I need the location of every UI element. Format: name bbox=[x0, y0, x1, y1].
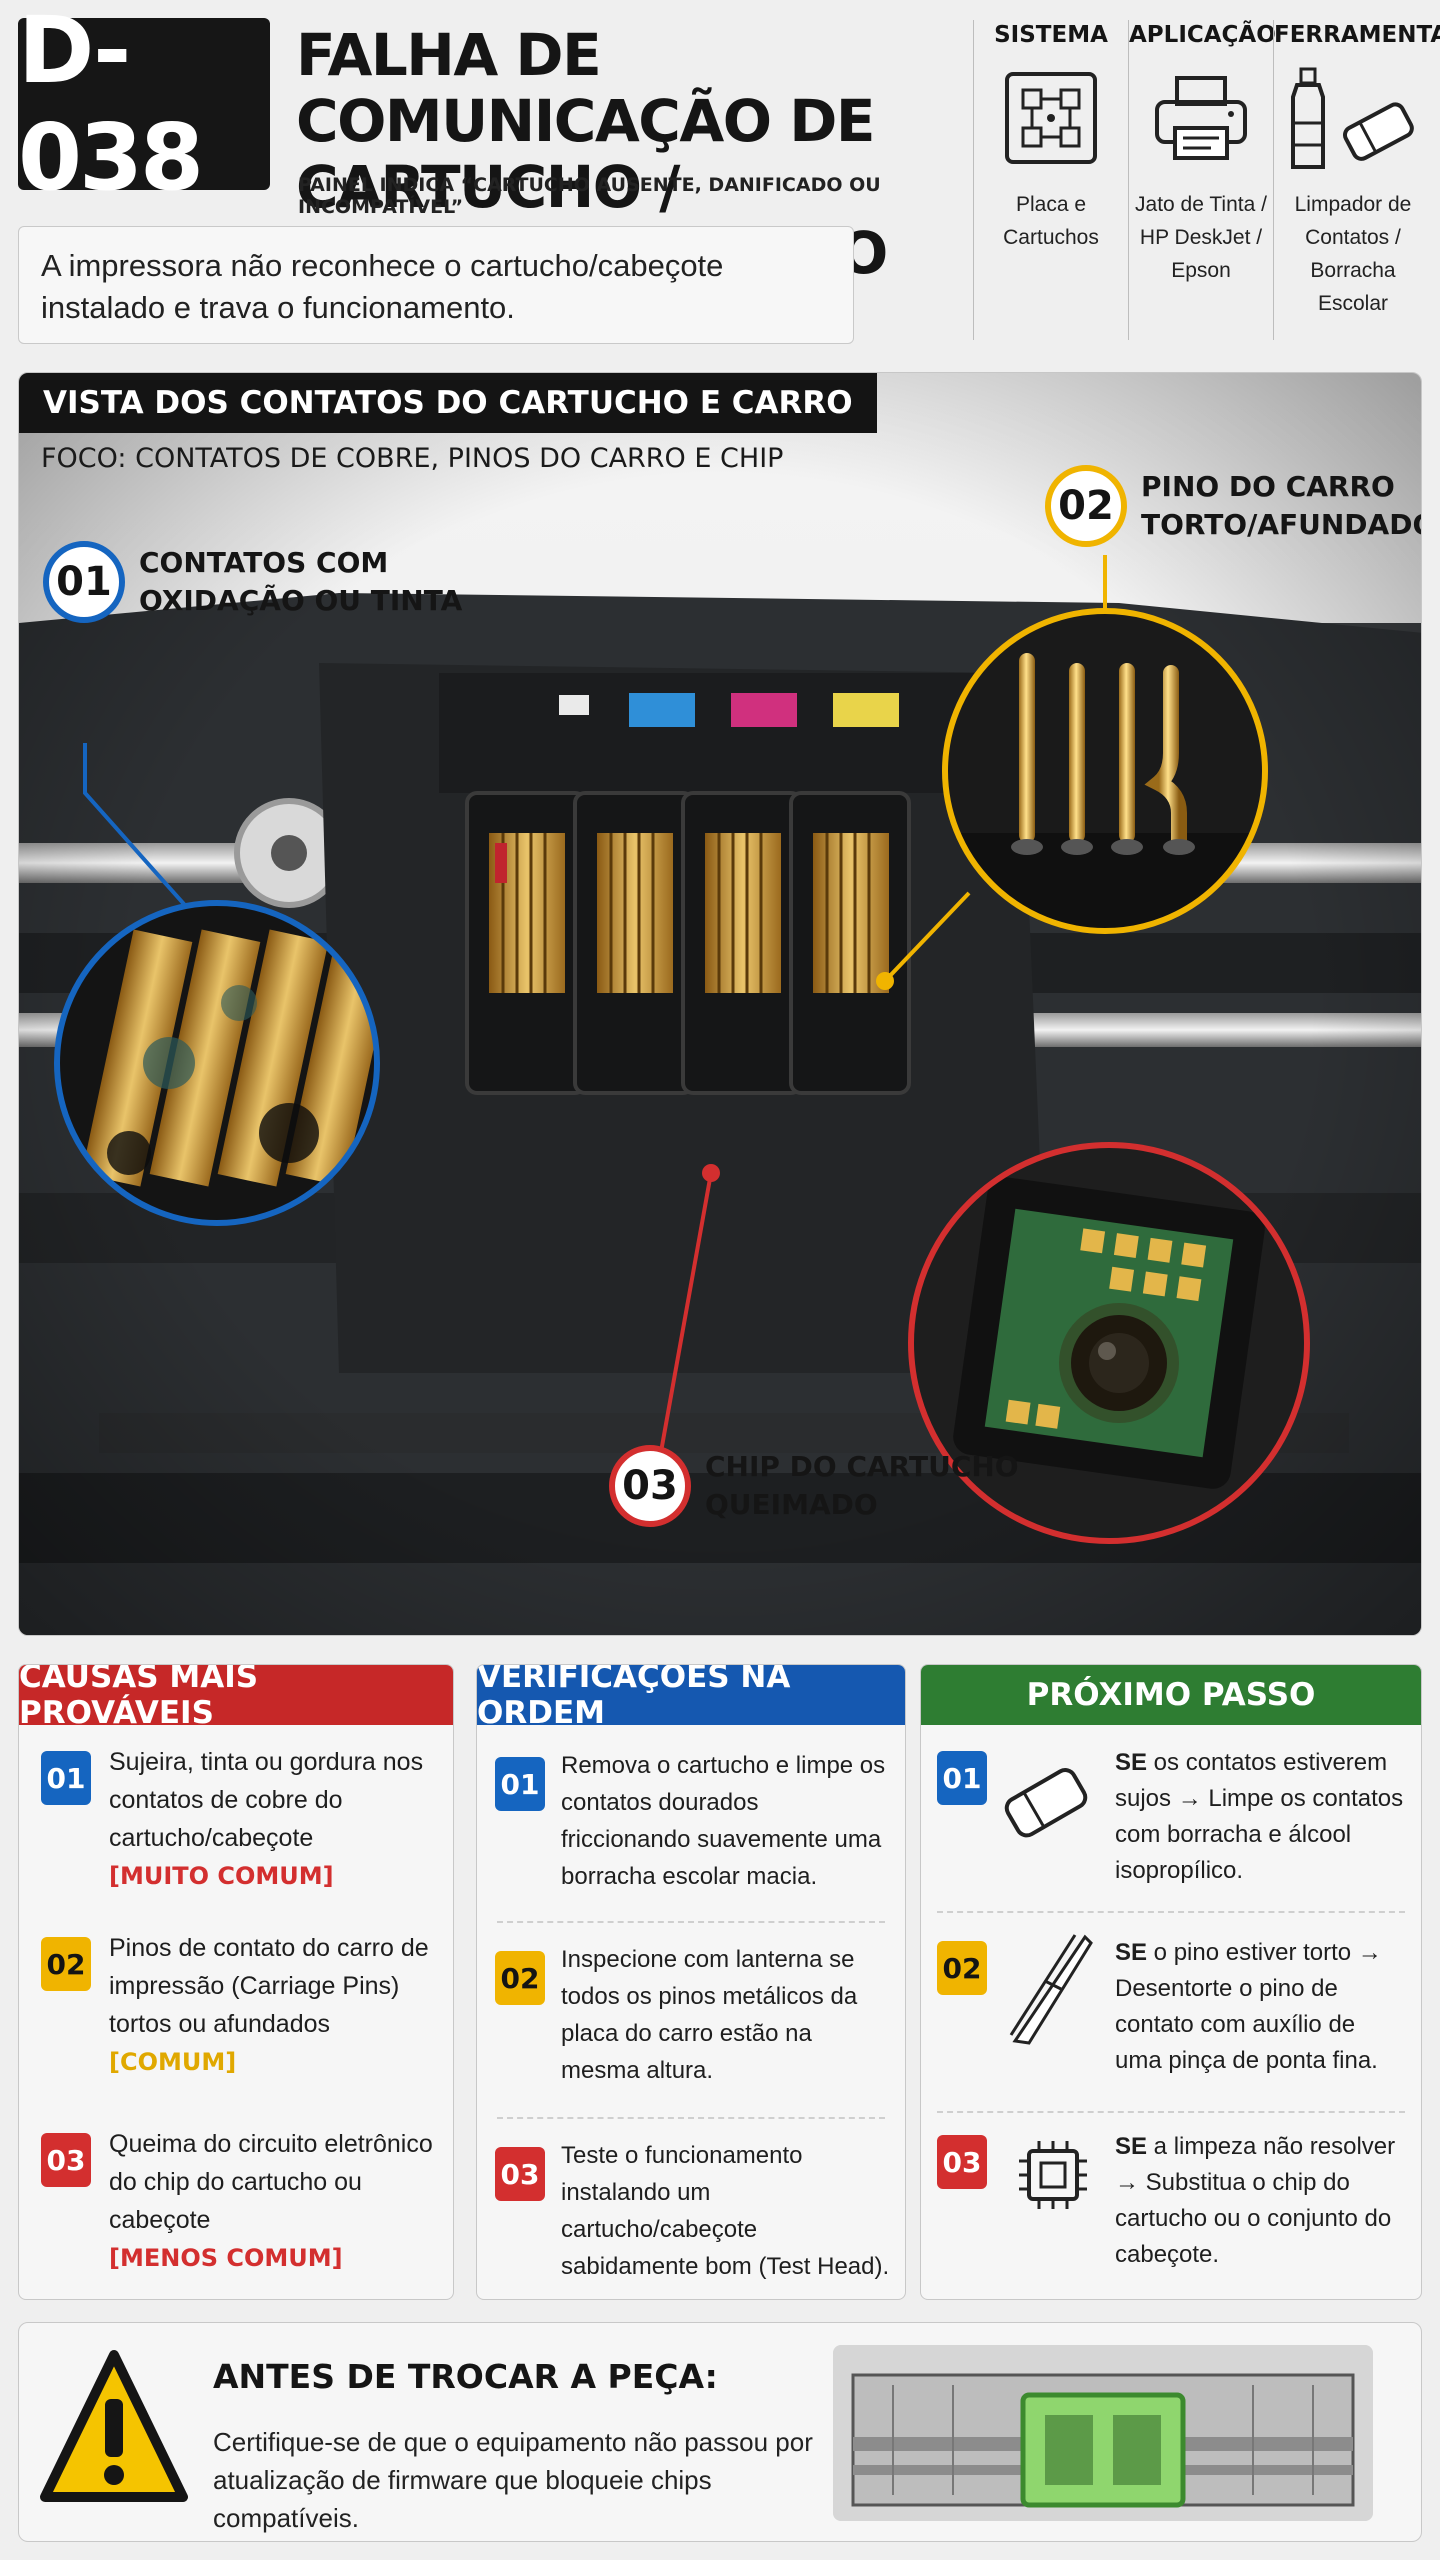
next-03-condition: SE bbox=[1115, 2133, 1148, 2160]
illustration-title: VISTA DOS CONTATOS DO CARTUCHO E CARRO bbox=[19, 373, 877, 433]
cause-02: Pinos de contato do carro de impressão (… bbox=[109, 1929, 439, 2081]
warning-triangle-icon bbox=[39, 2347, 189, 2512]
meta-application-value-2: HP DeskJet / bbox=[1139, 226, 1263, 249]
cause-01: Sujeira, tinta ou gordura nos contatos d… bbox=[109, 1743, 439, 1895]
callout-02-line-2: TORTO/AFUNDADO bbox=[1141, 508, 1422, 541]
check-02-text: Inspecione com lanterna se todos os pino… bbox=[561, 1946, 858, 2084]
next-01-text: SE os contatos estiverem sujos → Limpe o… bbox=[1115, 1745, 1407, 1889]
meta-divider bbox=[1128, 20, 1129, 340]
callout-01-number: 01 bbox=[43, 541, 125, 623]
callout-01-line-2: OXIDAÇÃO OU TINTA bbox=[139, 584, 463, 617]
cause-02-number: 02 bbox=[41, 1937, 91, 1991]
meta-application-label: APLICAÇÃO bbox=[1129, 22, 1276, 48]
meta-tool: FERRAMENTA Limpador de Contatos / Borrac… bbox=[1274, 18, 1440, 344]
next-01-action: os contatos estiverem sujos → Limpe os c… bbox=[1115, 1749, 1404, 1884]
cause-03-frequency-tag: [MENOS COMUM] bbox=[109, 2244, 343, 2272]
meta-tool-value-2: Contatos / bbox=[1305, 226, 1401, 249]
printer-icon bbox=[1129, 48, 1273, 188]
callout-03-line-2: QUEIMADO bbox=[705, 1488, 878, 1521]
divider bbox=[497, 1921, 885, 1923]
meta-system-value-1: Placa e bbox=[1015, 193, 1087, 216]
warning-text: Certifique-se de que o equipamento não p… bbox=[213, 2427, 813, 2533]
next-02-number: 02 bbox=[937, 1941, 987, 1995]
cause-01-number: 01 bbox=[41, 1751, 91, 1805]
cause-03-text: Queima do circuito eletrônico do chip do… bbox=[109, 2130, 433, 2234]
chip-icon bbox=[1013, 2135, 1093, 2220]
meta-divider bbox=[973, 20, 974, 340]
causes-title: CAUSAS MAIS PROVÁVEIS bbox=[19, 1665, 453, 1731]
cause-01-text: Sujeira, tinta ou gordura nos contatos d… bbox=[109, 1748, 424, 1852]
checks-title: VERIFICAÇÕES NA ORDEM bbox=[477, 1665, 905, 1731]
cause-02-frequency-tag: [COMUM] bbox=[109, 2048, 237, 2076]
checks-panel: VERIFICAÇÕES NA ORDEM 01 Remova o cartuc… bbox=[476, 1664, 906, 2300]
check-01-text: Remova o cartucho e limpe os contatos do… bbox=[561, 1752, 886, 1890]
callout-02: 02 PINO DO CARRO TORTO/AFUNDADO bbox=[1045, 465, 1422, 547]
meta-tool-value-3: Borracha Escolar bbox=[1310, 259, 1396, 315]
next-step-panel: PRÓXIMO PASSO 01 SE os contatos estivere… bbox=[920, 1664, 1422, 2300]
meta-divider bbox=[1273, 20, 1274, 340]
illustration-focus: FOCO: CONTATOS DE COBRE, PINOS DO CARRO … bbox=[41, 443, 784, 474]
meta-tool-label: FERRAMENTA bbox=[1274, 22, 1440, 48]
warning-panel: ANTES DE TROCAR A PEÇA: Certifique-se de… bbox=[18, 2322, 1422, 2542]
eraser-icon bbox=[997, 1761, 1093, 1846]
callout-03-number: 03 bbox=[609, 1445, 691, 1527]
title-line-1: FALHA DE COMUNICAÇÃO DE bbox=[296, 21, 875, 155]
page-subtitle: PAINEL INDICA “CARTUCHO AUSENTE, DANIFIC… bbox=[298, 174, 881, 218]
warning-title: ANTES DE TROCAR A PEÇA: bbox=[213, 2357, 718, 2396]
callout-01: 01 CONTATOS COM OXIDAÇÃO OU TINTA bbox=[43, 541, 462, 623]
meta-system: SISTEMA Placa e Cartuchos bbox=[974, 18, 1128, 344]
next-01-number: 01 bbox=[937, 1751, 987, 1805]
callout-02-number: 02 bbox=[1045, 465, 1127, 547]
callout-03: 03 CHIP DO CARTUCHO QUEIMADO bbox=[609, 1445, 1019, 1527]
next-03-text: SE a limpeza não resolver → Substitua o … bbox=[1115, 2129, 1407, 2273]
check-03-text: Teste o funcionamento instalando um cart… bbox=[561, 2142, 890, 2280]
callout-01-line-1: CONTATOS COM bbox=[139, 546, 389, 579]
circuit-board-icon bbox=[974, 48, 1128, 188]
meta-system-label: SISTEMA bbox=[994, 22, 1108, 48]
check-03-number: 03 bbox=[495, 2147, 545, 2201]
next-02-condition: SE bbox=[1115, 1939, 1148, 1966]
callout-02-label: PINO DO CARRO TORTO/AFUNDADO bbox=[1141, 468, 1422, 544]
divider bbox=[497, 2117, 885, 2119]
cause-01-frequency-tag: [MUITO COMUM] bbox=[109, 1862, 334, 1890]
printer-carriage-illustration bbox=[19, 373, 1421, 1635]
error-code: D-038 bbox=[18, 0, 270, 211]
carriage-thumbnail bbox=[833, 2345, 1373, 2521]
meta-tool-value-1: Limpador de bbox=[1294, 193, 1412, 216]
next-01-condition: SE bbox=[1115, 1749, 1148, 1776]
check-01-number: 01 bbox=[495, 1757, 545, 1811]
callout-03-label: CHIP DO CARTUCHO QUEIMADO bbox=[705, 1448, 1019, 1524]
problem-description: A impressora não reconhece o cartucho/ca… bbox=[18, 226, 854, 344]
next-step-title: PRÓXIMO PASSO bbox=[921, 1665, 1421, 1725]
cause-02-text: Pinos de contato do carro de impressão (… bbox=[109, 1934, 429, 2038]
check-02-number: 02 bbox=[495, 1951, 545, 2005]
callout-02-line-1: PINO DO CARRO bbox=[1141, 470, 1395, 503]
callout-03-line-1: CHIP DO CARTUCHO bbox=[705, 1450, 1019, 1483]
meta-application-value-1: Jato de Tinta / bbox=[1135, 193, 1267, 216]
meta-application: APLICAÇÃO Jato de Tinta / HP DeskJet / E… bbox=[1129, 18, 1276, 344]
meta-system-value-2: Cartuchos bbox=[1003, 226, 1099, 249]
meta-application-value-3: Epson bbox=[1171, 259, 1231, 282]
cleaner-bottle-eraser-icon bbox=[1274, 48, 1432, 188]
next-03-number: 03 bbox=[937, 2135, 987, 2189]
next-03-action: a limpeza não resolver → Substitua o chi… bbox=[1115, 2133, 1396, 2268]
callout-01-label: CONTATOS COM OXIDAÇÃO OU TINTA bbox=[139, 544, 462, 620]
cause-03: Queima do circuito eletrônico do chip do… bbox=[109, 2125, 439, 2277]
tweezers-icon bbox=[1005, 1931, 1095, 2056]
cause-03-number: 03 bbox=[41, 2133, 91, 2187]
divider bbox=[937, 1911, 1405, 1913]
next-02-action: o pino estiver torto → Desentorte o pino… bbox=[1115, 1939, 1382, 2074]
causes-panel: CAUSAS MAIS PROVÁVEIS 01 Sujeira, tinta … bbox=[18, 1664, 454, 2300]
next-02-text: SE o pino estiver torto → Desentorte o p… bbox=[1115, 1935, 1407, 2079]
divider bbox=[937, 2111, 1405, 2113]
carriage-illustration-panel: VISTA DOS CONTATOS DO CARTUCHO E CARRO F… bbox=[18, 372, 1422, 1636]
